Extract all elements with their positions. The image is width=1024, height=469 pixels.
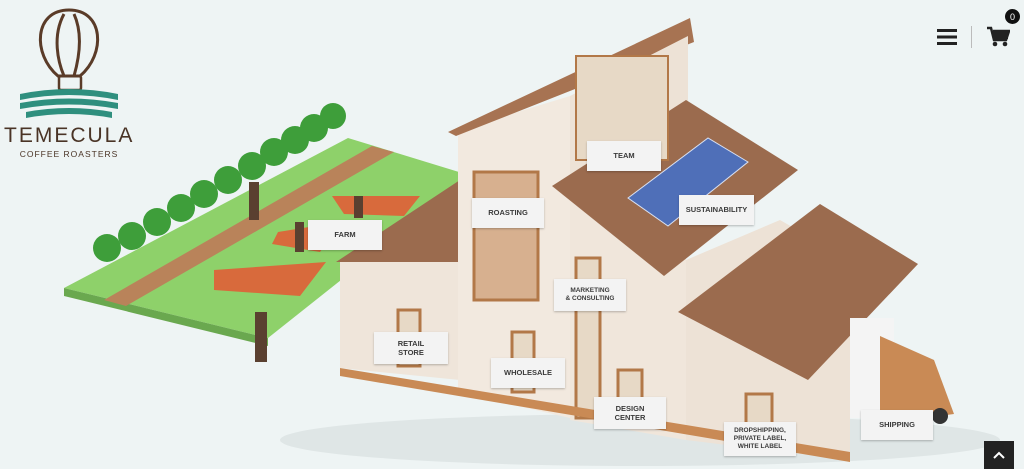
hamburger-icon[interactable] xyxy=(937,28,957,46)
hotspot-retail-store[interactable]: RETAIL STORE xyxy=(374,332,448,364)
chevron-up-icon xyxy=(993,451,1005,459)
header-divider xyxy=(971,26,972,48)
brand-title: TEMECULA xyxy=(4,124,135,147)
header-actions: 0 xyxy=(937,9,1020,48)
hotspot-marketing-consulting[interactable]: MARKETING & CONSULTING xyxy=(554,279,626,311)
hotspot-farm[interactable]: FARM xyxy=(308,220,382,250)
hotspot-shipping[interactable]: SHIPPING xyxy=(861,410,933,440)
hotspot-wholesale[interactable]: WHOLESALE xyxy=(491,358,565,388)
farmer-figures xyxy=(249,182,363,362)
cart-icon xyxy=(987,26,1011,47)
hotspot-team[interactable]: TEAM xyxy=(587,141,661,171)
cart-count-badge: 0 xyxy=(1005,9,1020,24)
hotspot-sustainability[interactable]: SUSTAINABILITY xyxy=(679,195,754,225)
brand-subtitle: COFFEE ROASTERS xyxy=(19,149,119,159)
hotspot-roasting[interactable]: ROASTING xyxy=(472,198,544,228)
balloon-cup-icon xyxy=(20,8,118,118)
hotspot-design-center[interactable]: DESIGN CENTER xyxy=(594,397,666,429)
brand-logo[interactable]: TEMECULA COFFEE ROASTERS xyxy=(4,6,135,159)
scroll-top-button[interactable] xyxy=(984,441,1014,469)
cart-button[interactable]: 0 xyxy=(986,9,1020,48)
coffee-trees xyxy=(93,103,346,262)
headquarters-building xyxy=(336,18,954,462)
farm-field xyxy=(64,138,472,346)
hotspot-dropshipping[interactable]: DROPSHIPPING, PRIVATE LABEL, WHITE LABEL xyxy=(724,422,796,456)
